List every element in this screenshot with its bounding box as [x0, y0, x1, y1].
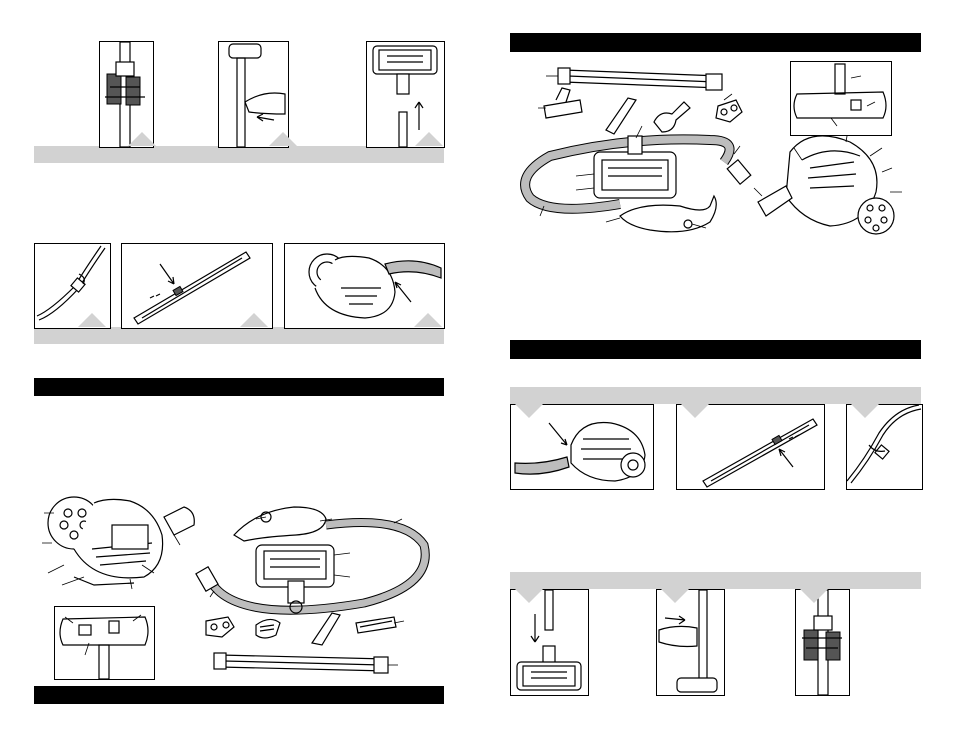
- step-figure-powerhead-attach: [510, 589, 589, 696]
- step-strip-pointer: [415, 132, 443, 146]
- step-figure-hose-to-handle: [795, 589, 850, 696]
- step-strip-pointer: [681, 404, 709, 418]
- section-header-bar: [34, 686, 444, 704]
- powerhead-underside-inset: [790, 61, 892, 136]
- step-strip-pointer: [240, 313, 268, 327]
- step-strip-bottom: [510, 572, 921, 589]
- step-strip-pointer: [414, 313, 442, 327]
- canister-illustration: [754, 130, 902, 234]
- step-strip-pointer: [515, 404, 543, 418]
- canister-illustration: [48, 497, 194, 585]
- hose-to-handle-illustration: [796, 590, 849, 695]
- hose-handle-illustration: [234, 507, 332, 541]
- tools-illustration: [206, 613, 404, 645]
- step-strip-pointer: [128, 132, 156, 146]
- powerhead-attach-illustration: [511, 590, 588, 695]
- section-header-bar: [34, 378, 444, 396]
- hose-handle-illustration: [606, 196, 716, 232]
- section-header-bar: [510, 33, 921, 52]
- step-strip-middle: [34, 327, 444, 344]
- tools-illustration: [538, 88, 742, 134]
- powerhead-underside-illustration: [55, 607, 154, 679]
- step-strip-pointer: [851, 404, 879, 418]
- step-strip-pointer: [515, 589, 543, 603]
- step-strip-pointer: [269, 132, 297, 146]
- step-strip-pointer: [800, 589, 828, 603]
- wand-release-illustration: [657, 590, 724, 695]
- step-strip-pointer: [661, 589, 689, 603]
- step-strip-pointer: [78, 313, 106, 327]
- powerhead-underside-inset: [54, 606, 155, 680]
- step-strip-middle: [510, 387, 921, 404]
- step-figure-wand-release: [656, 589, 725, 696]
- section-header-bar: [510, 340, 921, 359]
- wand-illustration: [214, 653, 398, 673]
- powerhead-underside-illustration: [791, 62, 891, 135]
- wand-illustration: [546, 68, 722, 90]
- step-strip-top: [34, 146, 444, 163]
